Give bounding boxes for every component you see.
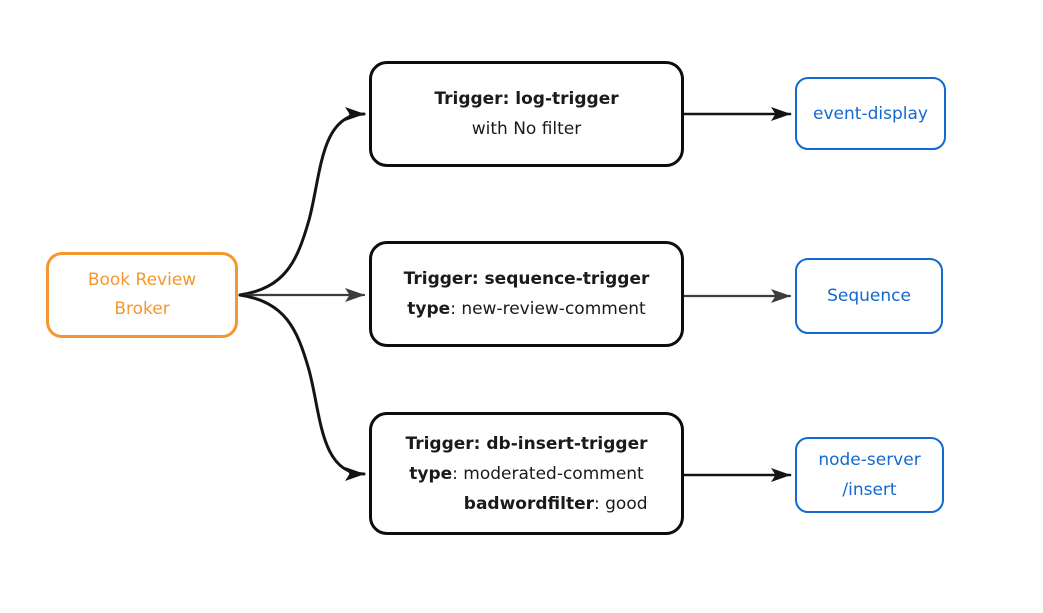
edge-broker-to-trigger-log bbox=[238, 107, 366, 297]
trigger-attr: badwordfilter: good bbox=[405, 489, 648, 519]
sink-label-line: /insert bbox=[842, 480, 897, 500]
trigger-attr: type: moderated-comment bbox=[405, 459, 647, 489]
sink-label-line: event-display bbox=[813, 103, 928, 124]
trigger-node-log: Trigger: log-trigger with No filter bbox=[369, 61, 684, 167]
sink-node-event-display: event-display bbox=[795, 77, 946, 150]
sink-label: event-display bbox=[813, 99, 928, 129]
trigger-node-db-insert: Trigger: db-insert-trigger type: moderat… bbox=[369, 412, 684, 535]
trigger-attr-key: badwordfilter bbox=[463, 493, 594, 514]
trigger-attr-key: type bbox=[407, 299, 451, 319]
edge-broker-to-trigger-db-insert bbox=[238, 293, 366, 481]
trigger-filter-note: with No filter bbox=[471, 119, 582, 139]
trigger-attr-value: : good bbox=[594, 493, 648, 514]
sink-label-line: Sequence bbox=[827, 286, 911, 306]
trigger-db-insert-label: Trigger: db-insert-trigger type: moderat… bbox=[405, 429, 647, 519]
trigger-title: Trigger: sequence-trigger bbox=[403, 269, 650, 289]
trigger-title: Trigger: log-trigger bbox=[434, 89, 619, 109]
sink-label-line: node-server bbox=[818, 450, 921, 470]
trigger-title: Trigger: db-insert-trigger bbox=[405, 433, 648, 454]
trigger-attr: type: new-review-comment bbox=[404, 294, 650, 324]
broker-label: Book Review Broker bbox=[88, 266, 196, 324]
trigger-log-label: Trigger: log-trigger with No filter bbox=[434, 84, 618, 144]
sink-label: Sequence bbox=[827, 281, 911, 311]
sink-label: node-server /insert bbox=[818, 445, 920, 505]
trigger-attr-value: : new-review-comment bbox=[450, 299, 646, 319]
sink-node-sequence: Sequence bbox=[795, 258, 943, 334]
broker-node: Book Review Broker bbox=[46, 252, 238, 338]
trigger-sequence-label: Trigger: sequence-trigger type: new-revi… bbox=[404, 264, 650, 324]
trigger-attr-value: : moderated-comment bbox=[452, 463, 644, 484]
trigger-attr-key: type bbox=[409, 463, 453, 484]
broker-label-line: Book Review bbox=[87, 270, 197, 290]
sink-node-node-server-insert: node-server /insert bbox=[795, 437, 944, 513]
trigger-node-sequence: Trigger: sequence-trigger type: new-revi… bbox=[369, 241, 684, 347]
broker-label-line: Broker bbox=[114, 299, 170, 319]
